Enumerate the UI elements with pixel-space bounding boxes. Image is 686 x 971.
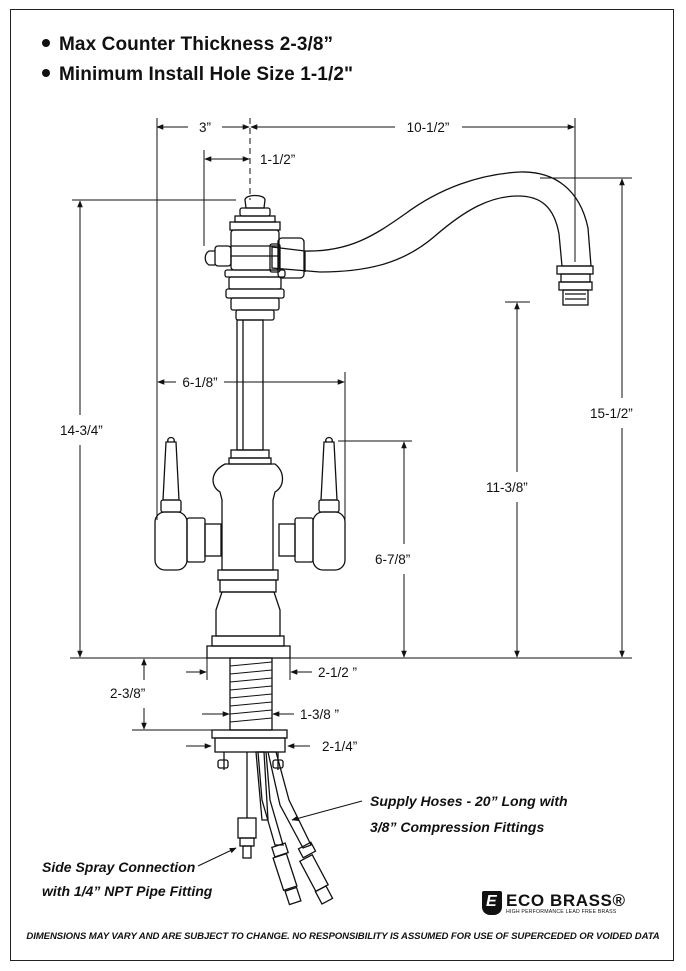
supply-hose-right <box>267 751 312 849</box>
spec-bullet-install-hole: Minimum Install Hole Size 1-1/2" <box>42 64 353 86</box>
dim-label-3in: 3” <box>199 120 211 135</box>
supply-hose-left <box>257 751 284 846</box>
spout-aerator <box>556 265 594 275</box>
dim-label-counter-thickness: 2-3/8” <box>110 686 145 701</box>
side-spray-fitting <box>237 752 257 859</box>
lower-valve-body <box>212 463 284 571</box>
dim-label-overall-height: 14-3/4” <box>60 423 103 438</box>
spec-bullet-counter-thickness: Max Counter Thickness 2-3/8” <box>42 34 333 56</box>
logo-brand-name: ECO BRASS® <box>506 891 626 910</box>
logo-tagline: HIGH PERFORMANCE LEAD FREE BRASS <box>506 909 617 915</box>
left-handle <box>154 436 222 571</box>
dim-label-handle-height: 6-7/8” <box>375 552 410 567</box>
note-supply-hoses-line2: 3/8” Compression Fittings <box>370 819 544 835</box>
eco-brass-logo: E ECO BRASS® HIGH PERFORMANCE LEAD FREE … <box>482 891 647 919</box>
right-handle <box>278 436 346 571</box>
dim-label-spout-clearance: 11-3/8” <box>486 480 528 495</box>
note-side-spray-line1: Side Spray Connection <box>42 859 195 875</box>
note-supply-hoses-line1: Supply Hoses - 20” Long with <box>370 793 568 809</box>
compression-fitting-left <box>270 842 302 906</box>
dim-label-spout-reach: 10-1/2” <box>407 120 450 135</box>
drawing-frame <box>10 9 674 961</box>
dim-label-handle-spread: 6-1/8” <box>182 375 217 390</box>
dim-label-stem-diameter: 1-1/2” <box>260 152 295 167</box>
dim-label-nut-diameter: 2-1/4” <box>322 739 357 754</box>
side-spray-leader <box>197 847 237 867</box>
eco-brass-mark-icon: E <box>482 891 502 915</box>
dim-label-spout-height: 15-1/2” <box>590 406 633 421</box>
bullet-dot <box>42 68 50 77</box>
bullet-dot <box>42 38 50 47</box>
dimension-lines <box>70 118 632 867</box>
supply-hose-leader <box>291 800 363 822</box>
disclaimer-text: DIMENSIONS MAY VARY AND ARE SUBJECT TO C… <box>26 931 660 942</box>
spout <box>271 171 592 273</box>
threaded-shank <box>229 657 273 731</box>
compression-fitting-right <box>297 841 334 905</box>
note-side-spray-line2: with 1/4” NPT Pipe Fitting <box>42 883 213 899</box>
riser-column <box>236 319 264 451</box>
dim-label-shank-diameter: 1-3/8 ” <box>300 707 339 722</box>
dim-label-base-diameter: 2-1/2 ” <box>318 665 357 680</box>
top-finial <box>244 194 266 209</box>
mounting-nut <box>211 729 288 739</box>
